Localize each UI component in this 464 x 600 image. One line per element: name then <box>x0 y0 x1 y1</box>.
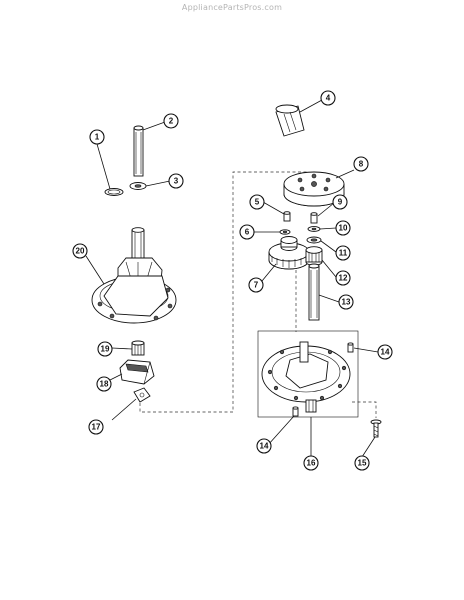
part-shift-block <box>119 359 155 385</box>
callout-14-upper: 14 <box>377 344 393 360</box>
callout-label: 20 <box>76 247 85 256</box>
callout-17: 17 <box>88 419 104 435</box>
callout-label: 2 <box>169 117 174 126</box>
callout-label: 12 <box>339 274 348 283</box>
callout-2: 2 <box>163 113 179 129</box>
callout-label: 1 <box>95 133 100 142</box>
part-thrust-washer <box>307 226 321 232</box>
part-spline-shaft <box>133 125 144 177</box>
assembly-path-main <box>139 171 308 413</box>
callout-label: 17 <box>92 423 101 432</box>
part-pinion-gear <box>305 246 323 266</box>
part-clip <box>133 387 151 403</box>
part-retaining-ring <box>104 188 124 196</box>
part-pulley <box>283 171 345 207</box>
callout-4: 4 <box>320 90 336 106</box>
callout-1: 1 <box>89 129 105 145</box>
callout-9: 9 <box>332 194 348 210</box>
part-washer-small <box>279 229 291 235</box>
part-drive-pinion <box>131 340 145 356</box>
callout-19: 19 <box>97 341 113 357</box>
part-filter-cup <box>275 104 305 137</box>
part-main-shaft <box>308 263 320 321</box>
callout-label: 8 <box>359 160 364 169</box>
part-stud-upper <box>347 342 354 353</box>
callout-11: 11 <box>335 245 351 261</box>
callout-label: 13 <box>342 298 351 307</box>
part-pin <box>310 212 318 224</box>
callout-8: 8 <box>353 156 369 172</box>
callout-label: 15 <box>358 459 367 468</box>
callout-label: 9 <box>338 198 343 207</box>
assembly-path-screw <box>352 401 377 418</box>
part-screw <box>370 419 382 438</box>
callout-label: 7 <box>254 281 259 290</box>
callout-label: 11 <box>339 249 348 258</box>
callout-16: 16 <box>303 455 319 471</box>
callout-label: 5 <box>255 198 260 207</box>
leader-lines <box>85 99 379 458</box>
part-washer-upper <box>129 182 147 190</box>
callout-label: 18 <box>100 380 109 389</box>
callout-20: 20 <box>72 243 88 259</box>
callout-label: 14 <box>260 442 269 451</box>
callout-14-lower: 14 <box>256 438 272 454</box>
callout-5: 5 <box>249 194 265 210</box>
callout-label: 19 <box>101 345 110 354</box>
callout-7: 7 <box>248 277 264 293</box>
callout-label: 3 <box>174 177 179 186</box>
part-stud <box>283 211 291 222</box>
callout-label: 10 <box>339 224 348 233</box>
callout-18: 18 <box>96 376 112 392</box>
callout-12: 12 <box>335 270 351 286</box>
part-bushing <box>306 236 322 244</box>
callout-label: 4 <box>326 94 331 103</box>
part-transmission-housing <box>91 227 177 324</box>
part-large-gear <box>268 236 310 270</box>
callout-10: 10 <box>335 220 351 236</box>
callout-15: 15 <box>354 455 370 471</box>
callout-6: 6 <box>239 224 255 240</box>
watermark-text: AppliancePartsPros.com <box>181 3 283 12</box>
callout-label: 6 <box>245 228 250 237</box>
callout-13: 13 <box>338 294 354 310</box>
part-stud-lower <box>292 406 299 417</box>
callout-3: 3 <box>168 173 184 189</box>
callout-label: 14 <box>381 348 390 357</box>
callout-label: 16 <box>307 459 316 468</box>
part-gear-case <box>257 330 359 418</box>
